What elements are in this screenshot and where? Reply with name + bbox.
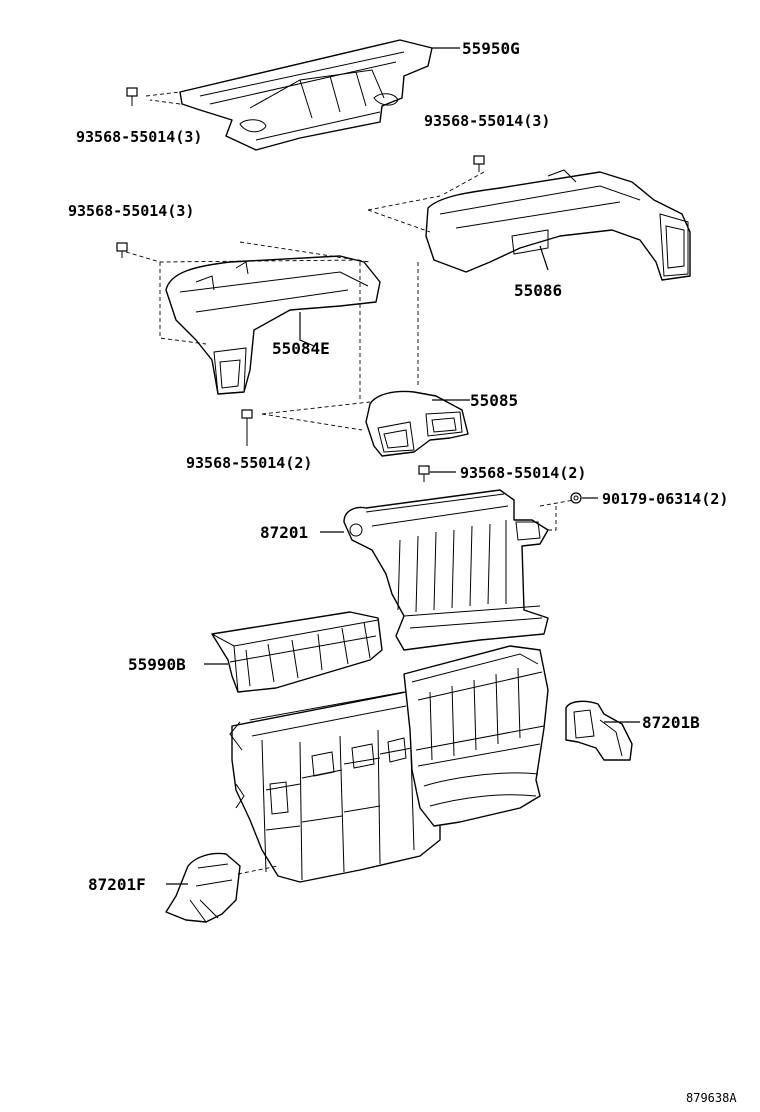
leader-55084e: [299, 312, 315, 347]
screw-cl-icon: [241, 409, 253, 446]
duct-87201f[interactable]: [165, 852, 241, 923]
duct-55085[interactable]: [365, 390, 469, 457]
label-55086: 55086: [514, 281, 562, 300]
nut-icon: [570, 492, 582, 504]
figure-reference: 879638A: [686, 1091, 737, 1105]
label-nut: 90179-06314(2): [602, 490, 728, 508]
duct-55084e[interactable]: [165, 255, 381, 395]
grille-55990b[interactable]: [211, 611, 383, 693]
label-screw-ml: 93568-55014(3): [68, 202, 194, 220]
screw-tl-icon: [126, 87, 138, 106]
label-55084e: 55084E: [272, 339, 330, 358]
duct-55950g[interactable]: [179, 39, 433, 151]
screw-cr-icon: [418, 465, 430, 482]
label-87201b: 87201B: [642, 713, 700, 732]
duct-87201[interactable]: [343, 489, 549, 651]
label-screw-tl: 93568-55014(3): [76, 128, 202, 146]
screw-ml-icon: [116, 242, 128, 258]
label-screw-cr: 93568-55014(2): [460, 464, 586, 482]
label-55990b: 55990B: [128, 655, 186, 674]
heater-unit-assembly: [229, 645, 549, 883]
dash-87201: [539, 499, 575, 531]
label-screw-cl: 93568-55014(2): [186, 454, 312, 472]
label-55950g: 55950G: [462, 39, 520, 58]
dash-55950g: [145, 91, 181, 105]
duct-87201b[interactable]: [565, 700, 633, 761]
screw-tr-icon: [473, 155, 485, 172]
label-screw-tr: 93568-55014(3): [424, 112, 550, 130]
dash-55085: [261, 401, 371, 431]
leader-55086: [539, 245, 549, 271]
label-87201f: 87201F: [88, 875, 146, 894]
dash-55084e: [125, 241, 371, 400]
duct-55086[interactable]: [425, 169, 691, 281]
label-55085: 55085: [470, 391, 518, 410]
label-87201: 87201: [260, 523, 308, 542]
dash-55086: [367, 171, 485, 386]
